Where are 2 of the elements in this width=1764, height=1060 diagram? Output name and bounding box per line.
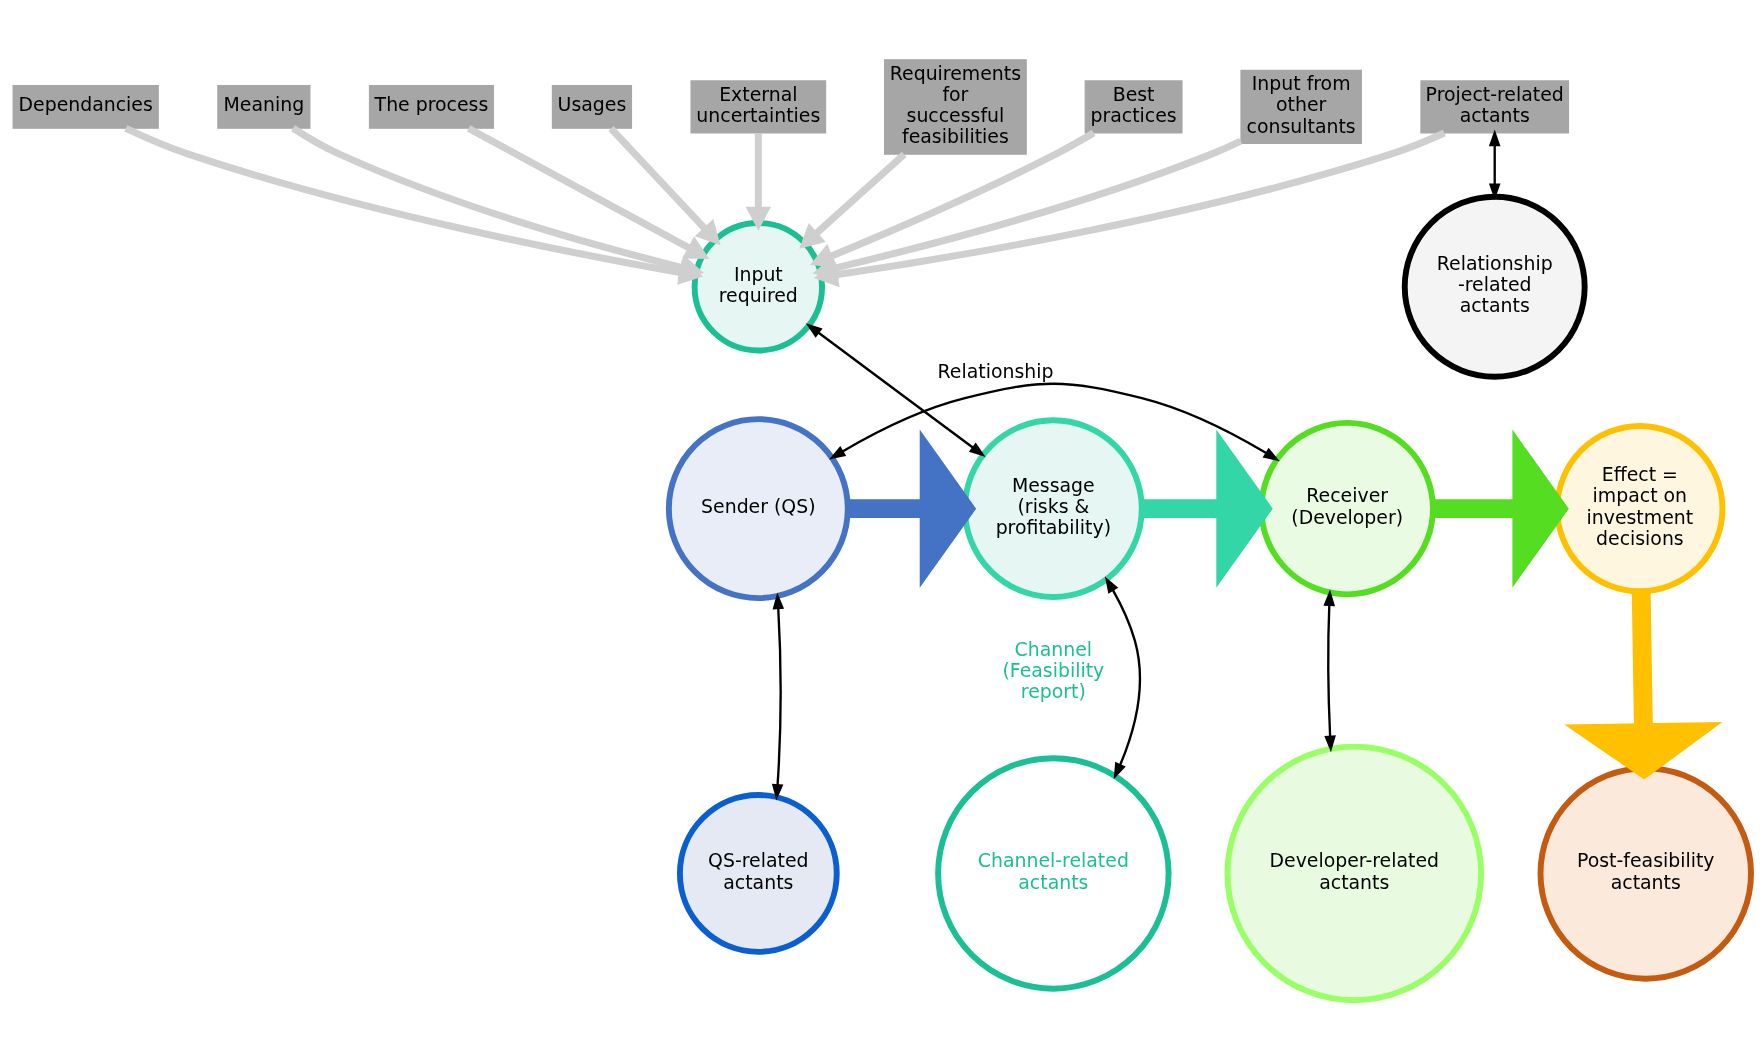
edge-label: Relationship [937,359,1054,382]
node-label: Channel (Feasibility report) [1002,637,1105,702]
